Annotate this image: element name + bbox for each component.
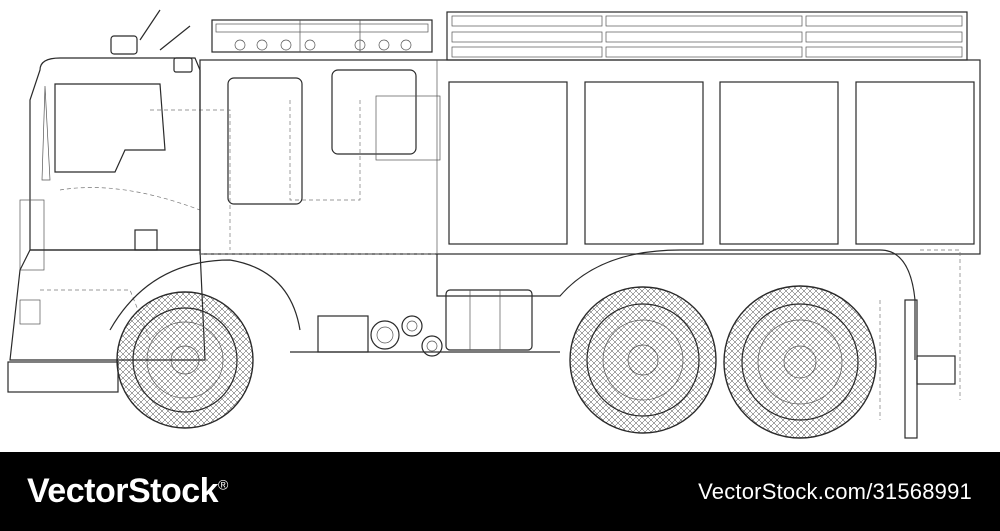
image-reference: VectorStock.com/31568991 — [698, 478, 972, 504]
front-wheel-arch — [109, 259, 301, 331]
rear-wheel-1 — [569, 286, 717, 434]
body-compartments — [199, 59, 981, 400]
cab-roof-rack — [211, 19, 433, 53]
watermark-footer: VectorStock® VectorStock.com/31568991 — [0, 452, 1000, 531]
brand-name: VectorStock — [27, 472, 219, 510]
registered-mark: ® — [218, 476, 228, 493]
brand-logo: VectorStock® — [27, 472, 228, 511]
side-equipment — [290, 289, 560, 357]
fire-truck-drawing — [7, 9, 981, 439]
rear-end — [879, 299, 956, 439]
cab — [19, 57, 441, 271]
fire-truck-illustration — [7, 9, 981, 439]
roof-ladder-rack — [446, 11, 968, 61]
rear-wheel-2 — [723, 285, 877, 439]
beacon-light — [110, 9, 193, 73]
front-wheel — [116, 291, 254, 429]
